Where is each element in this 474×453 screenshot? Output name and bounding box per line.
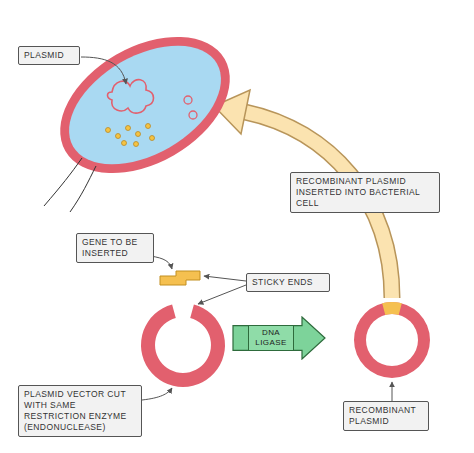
callout-text: RECOMBINANT PLASMID INSERTED INTO BACTER… xyxy=(296,176,434,209)
gene-fragment xyxy=(160,271,200,285)
callout-text: PLASMID xyxy=(24,50,74,61)
bacterium xyxy=(36,9,253,201)
bacterial-chromosome xyxy=(108,80,154,113)
callout-text: RECOMBINANT PLASMID xyxy=(349,405,423,427)
leader-line xyxy=(81,57,126,84)
leader-line xyxy=(204,276,246,281)
callout-text: PLASMID VECTOR CUT WITH SAME RESTRICTION… xyxy=(24,389,136,433)
leader-line xyxy=(198,285,246,304)
cut-plasmid xyxy=(141,304,225,387)
callout-box: PLASMID VECTOR CUT WITH SAME RESTRICTION… xyxy=(18,385,142,437)
callout-box: STICKY ENDS xyxy=(246,273,330,292)
small-plasmid xyxy=(184,96,192,104)
recombinant-plasmid-ring xyxy=(354,302,430,378)
ribosomes xyxy=(106,124,155,147)
callout-text: STICKY ENDS xyxy=(252,277,324,288)
process-label: DNA LIGASE xyxy=(248,325,294,351)
leader-line xyxy=(142,388,172,400)
flagellum xyxy=(70,166,96,212)
callout-box: RECOMBINANT PLASMID INSERTED INTO BACTER… xyxy=(290,172,440,213)
callout-text: GENE TO BE INSERTED xyxy=(82,237,148,259)
small-plasmid xyxy=(189,111,197,119)
leader-line xyxy=(392,382,393,401)
callout-box: PLASMID xyxy=(18,46,80,65)
process-arrow: DNA LIGASE xyxy=(232,316,326,360)
inserted-gene xyxy=(382,302,402,315)
callout-box: GENE TO BE INSERTED xyxy=(76,233,154,263)
flagellum xyxy=(44,158,82,206)
callout-box: RECOMBINANT PLASMID xyxy=(343,401,429,431)
cell-wall xyxy=(36,9,253,201)
arrow-outline xyxy=(233,317,325,359)
